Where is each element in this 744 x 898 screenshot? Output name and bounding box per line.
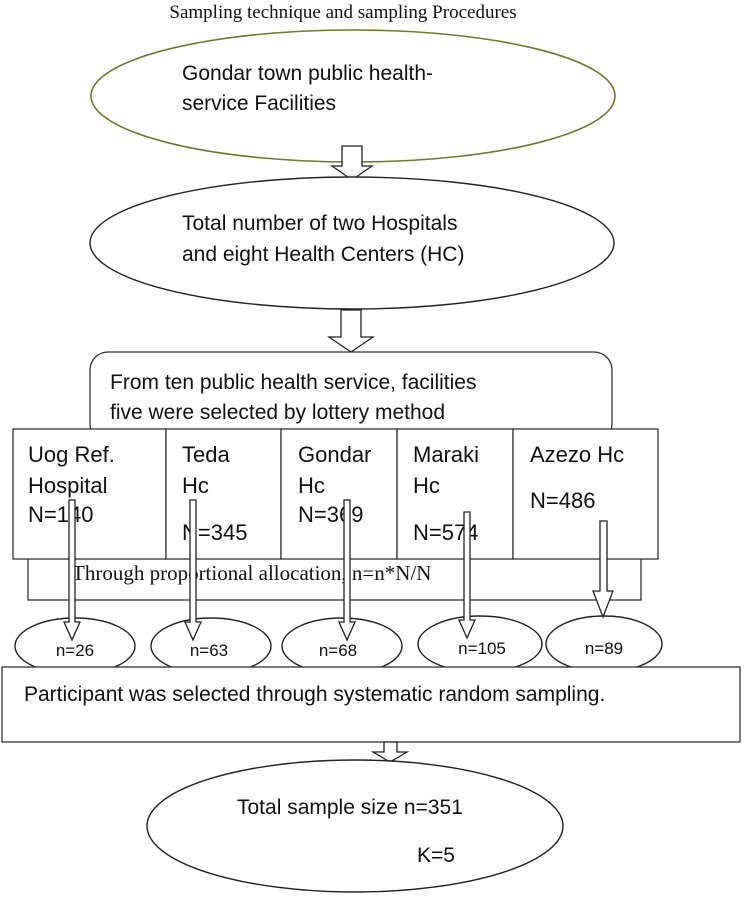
facility-box-teda [165,428,282,560]
total-sample-ellipse [146,759,564,893]
arrow-to-sample-5 [592,520,614,619]
arrow-to-sample-1 [62,499,82,642]
down-arrow-2 [326,309,376,353]
total-facilities-line1: Total number of two Hospitals [182,212,457,235]
arrow-to-sample-4 [457,511,477,640]
facility-box-maraki [396,428,514,560]
facilities-ellipse [90,29,616,163]
facility-name-3-line2: Hc [298,473,325,498]
facilities-label-line1: Gondar town public health- [182,62,433,85]
total-sample-size: Total sample size n=351 [237,796,463,819]
facility-box-uog [12,428,167,560]
total-facilities-ellipse [89,176,615,310]
facility-name-1-line1: Uog Ref. [28,442,115,467]
facility-box-gondar [280,428,398,560]
arrow-to-sample-3 [337,499,357,642]
systematic-sampling-text: Participant was selected through systema… [24,683,605,706]
allocation-note: Through proportional allocation, n=n*N/N [72,561,431,585]
facility-name-2-line2: Hc [182,473,209,498]
facility-name-4-line2: Hc [413,473,440,498]
sample-size-2: n=63 [190,641,228,660]
sample-size-4: n=105 [458,639,506,658]
down-arrow-1 [329,145,375,181]
lottery-line2: five were selected by lottery method [110,401,445,424]
facilities-label-line2: service Facilities [182,92,336,115]
facility-name-3-line1: Gondar [298,442,371,467]
total-facilities-line2: and eight Health Centers (HC) [182,243,464,266]
facility-box-azezo [512,428,659,560]
arrow-to-sample-2 [183,499,203,642]
systematic-sampling-box [1,666,741,743]
lottery-line1: From ten public health service, faciliti… [110,371,477,394]
allocation-box [27,554,642,601]
sample-size-1: n=26 [56,641,94,660]
facility-name-2-line1: Teda [182,442,230,467]
facility-name-5-line1: Azezo Hc [530,442,624,467]
facility-total-5: N=486 [530,488,595,513]
facility-total-3: N=369 [298,502,363,527]
down-arrow-3 [370,741,410,763]
facility-name-1-line2: Hospital [28,473,107,498]
facility-boxes [12,428,659,560]
sample-size-5: n=89 [585,639,623,658]
sampling-interval: K=5 [417,844,455,867]
sample-size-3: n=68 [319,641,357,660]
diagram-title: Sampling technique and sampling Procedur… [169,2,516,23]
facility-name-4-line1: Maraki [413,442,479,467]
facility-total-1: N=140 [28,502,93,527]
